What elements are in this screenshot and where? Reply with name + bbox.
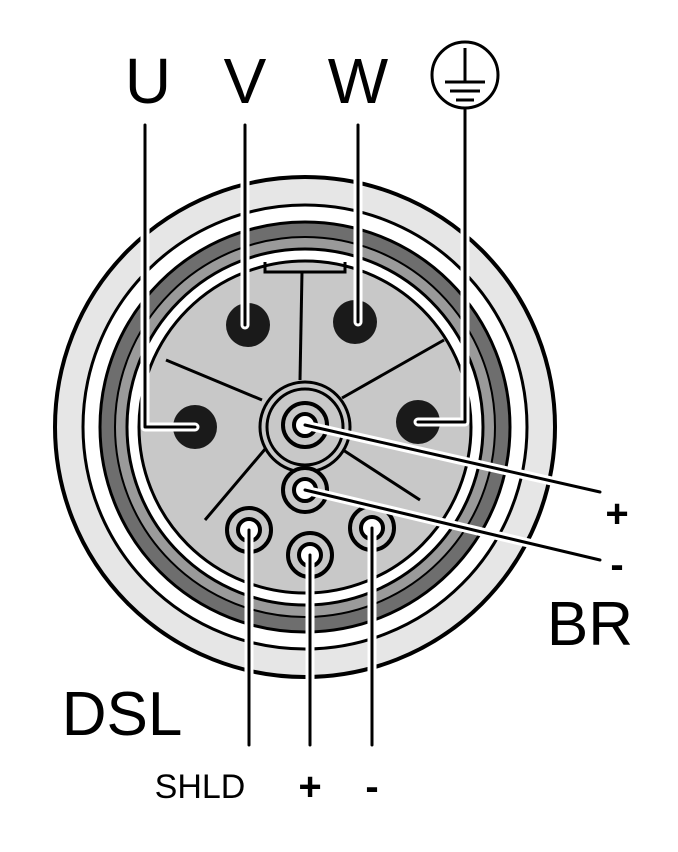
leader-pe <box>416 108 467 424</box>
label-br-minus: - <box>610 543 623 587</box>
leader-br-plus <box>303 423 602 494</box>
leader-u <box>143 123 197 429</box>
label-dsl-minus: - <box>365 765 378 809</box>
label-dsl: DSL <box>62 680 183 749</box>
label-v: V <box>224 45 267 117</box>
label-br: BR <box>547 590 633 659</box>
leader-br-minus <box>303 488 602 562</box>
label-w: W <box>328 45 389 117</box>
label-shld: SHLD <box>155 768 246 806</box>
leader-lines <box>140 105 605 750</box>
label-br-plus: + <box>605 492 628 536</box>
label-u: U <box>125 45 171 117</box>
label-dsl-plus: + <box>298 765 321 809</box>
protective-earth-ground-icon <box>430 40 500 110</box>
